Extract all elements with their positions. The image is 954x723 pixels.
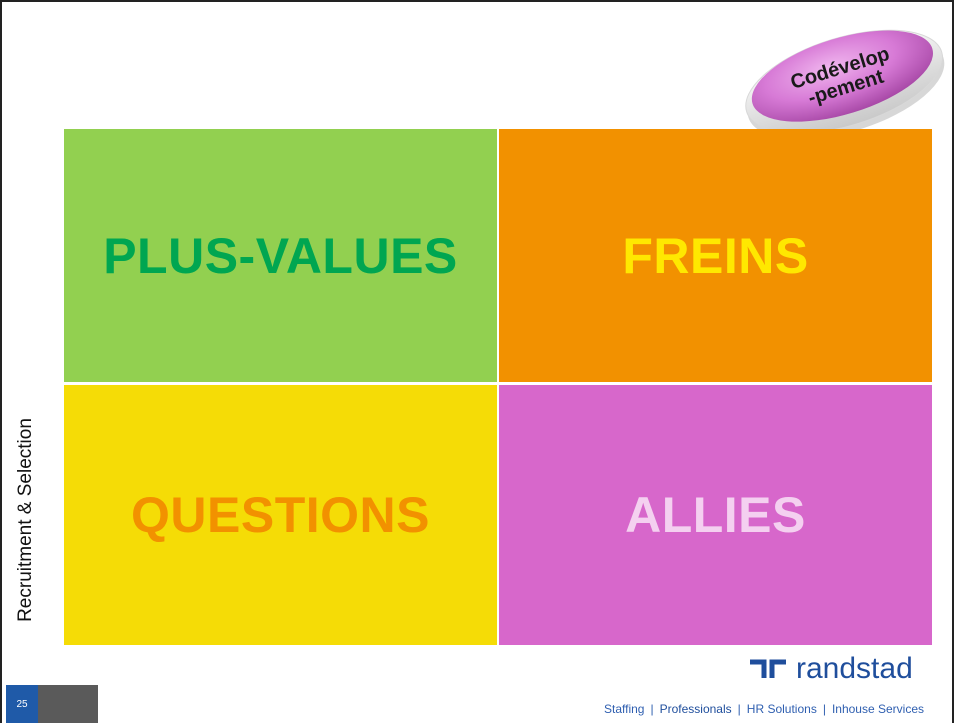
randstad-logo-icon (750, 659, 786, 678)
tagline-item: Staffing (604, 702, 645, 716)
quadrant-label-freins: FREINS (622, 227, 809, 284)
quadrant-grid: PLUS-VALUES FREINS QUESTIONS ALLIES (64, 129, 932, 645)
randstad-logo: randstad (748, 652, 913, 686)
tagline: Staffing | Professionals | HR Solutions | Inho… (604, 702, 924, 716)
tagline-item: HR Solutions (746, 702, 817, 716)
tagline-separator: | (822, 702, 826, 716)
codevelop-badge: Codévelop -pement (728, 18, 954, 140)
tagline-separator: | (737, 702, 741, 716)
footer-grey-block (38, 685, 98, 723)
quadrant-label-allies: ALLIES (625, 487, 806, 543)
badge-disc-icon (745, 29, 945, 140)
quadrant-allies: ALLIES (499, 385, 932, 645)
quadrant-freins: FREINS (499, 129, 932, 382)
page-number: 25 (6, 685, 38, 723)
quadrant-plus-values: PLUS-VALUES (64, 129, 497, 382)
side-label-container: Recruitment & Selection (6, 380, 46, 660)
side-label: Recruitment & Selection (15, 418, 36, 622)
tagline-separator: | (650, 702, 654, 716)
quadrant-label-plus-values: PLUS-VALUES (103, 227, 458, 284)
tagline-item: Inhouse Services (831, 702, 924, 716)
logo-wordmark: randstad (796, 652, 913, 685)
quadrant-questions: QUESTIONS (64, 385, 497, 645)
quadrant-label-questions: QUESTIONS (131, 487, 430, 543)
tagline-item: Professionals (659, 702, 732, 716)
